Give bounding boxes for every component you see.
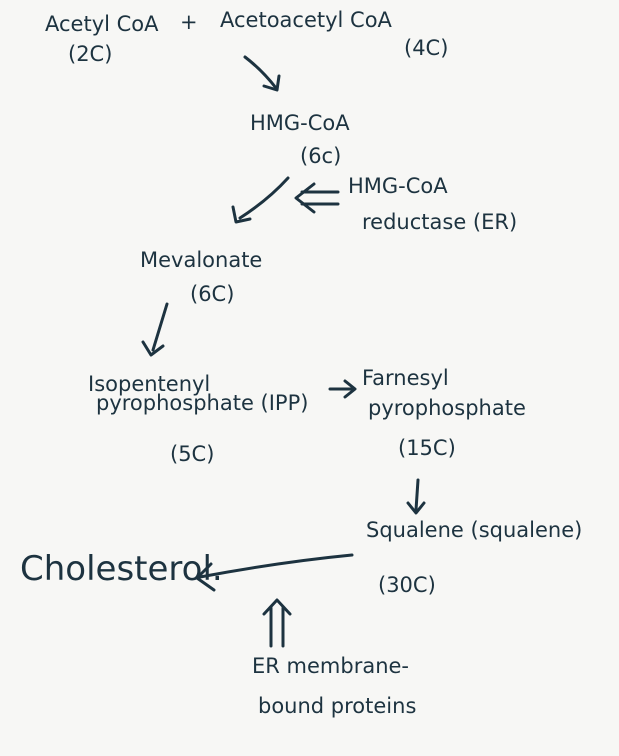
arrow-to-mevalonate bbox=[238, 176, 290, 220]
acetoacetyl-coa-carbons: (4C) bbox=[404, 36, 449, 60]
hmg-reductase-label-line2: reductase (ER) bbox=[362, 210, 518, 234]
reductase-double-arrow-head bbox=[294, 182, 316, 214]
arrow-to-ipp bbox=[151, 302, 169, 352]
hmg-coa-label: HMG-CoA bbox=[250, 111, 350, 135]
farnesyl-carbons: (15C) bbox=[398, 436, 456, 460]
ipp-label-line2: pyrophosphate (IPP) bbox=[96, 391, 309, 415]
arrow-to-squalene bbox=[414, 478, 420, 512]
arrow-to-mevalonate-head bbox=[231, 205, 252, 224]
farnesyl-label-line2: pyrophosphate bbox=[368, 396, 526, 420]
arrow-to-ipp-head bbox=[141, 340, 165, 357]
arrow-to-hmg-coa bbox=[243, 55, 278, 90]
plus-sign: + bbox=[180, 10, 198, 34]
mevalonate-carbons: (6C) bbox=[190, 282, 235, 306]
ipp-label-line1: Isopentenyl bbox=[88, 372, 211, 396]
arrow-to-farnesyl-head bbox=[343, 379, 357, 399]
cholesterol-label: Cholesterol. bbox=[20, 549, 223, 589]
arrow-to-squalene-head bbox=[406, 501, 426, 515]
er-double-arrow-head bbox=[262, 598, 292, 616]
squalene-carbons: (30C) bbox=[378, 573, 436, 597]
arrow-to-hmg-coa-head bbox=[262, 74, 281, 92]
arrow-to-cholesterol bbox=[198, 553, 354, 579]
squalene-label: Squalene (squalene) bbox=[366, 518, 583, 542]
acetoacetyl-coa-label: Acetoacetyl CoA bbox=[220, 8, 392, 32]
acetyl-coa-carbons: (2C) bbox=[68, 42, 113, 66]
hmg-reductase-label-line1: HMG-CoA bbox=[348, 174, 448, 198]
farnesyl-label-line1: Farnesyl bbox=[362, 366, 449, 390]
mevalonate-label: Mevalonate bbox=[140, 248, 263, 272]
acetyl-coa-label: Acetyl CoA bbox=[45, 12, 159, 36]
ipp-carbons: (5C) bbox=[170, 442, 215, 466]
arrow-to-cholesterol-head bbox=[195, 562, 216, 592]
er-proteins-label-line1: ER membrane- bbox=[252, 654, 410, 678]
hmg-coa-carbons: (6c) bbox=[300, 144, 342, 168]
er-proteins-label-line2: bound proteins bbox=[258, 694, 417, 718]
